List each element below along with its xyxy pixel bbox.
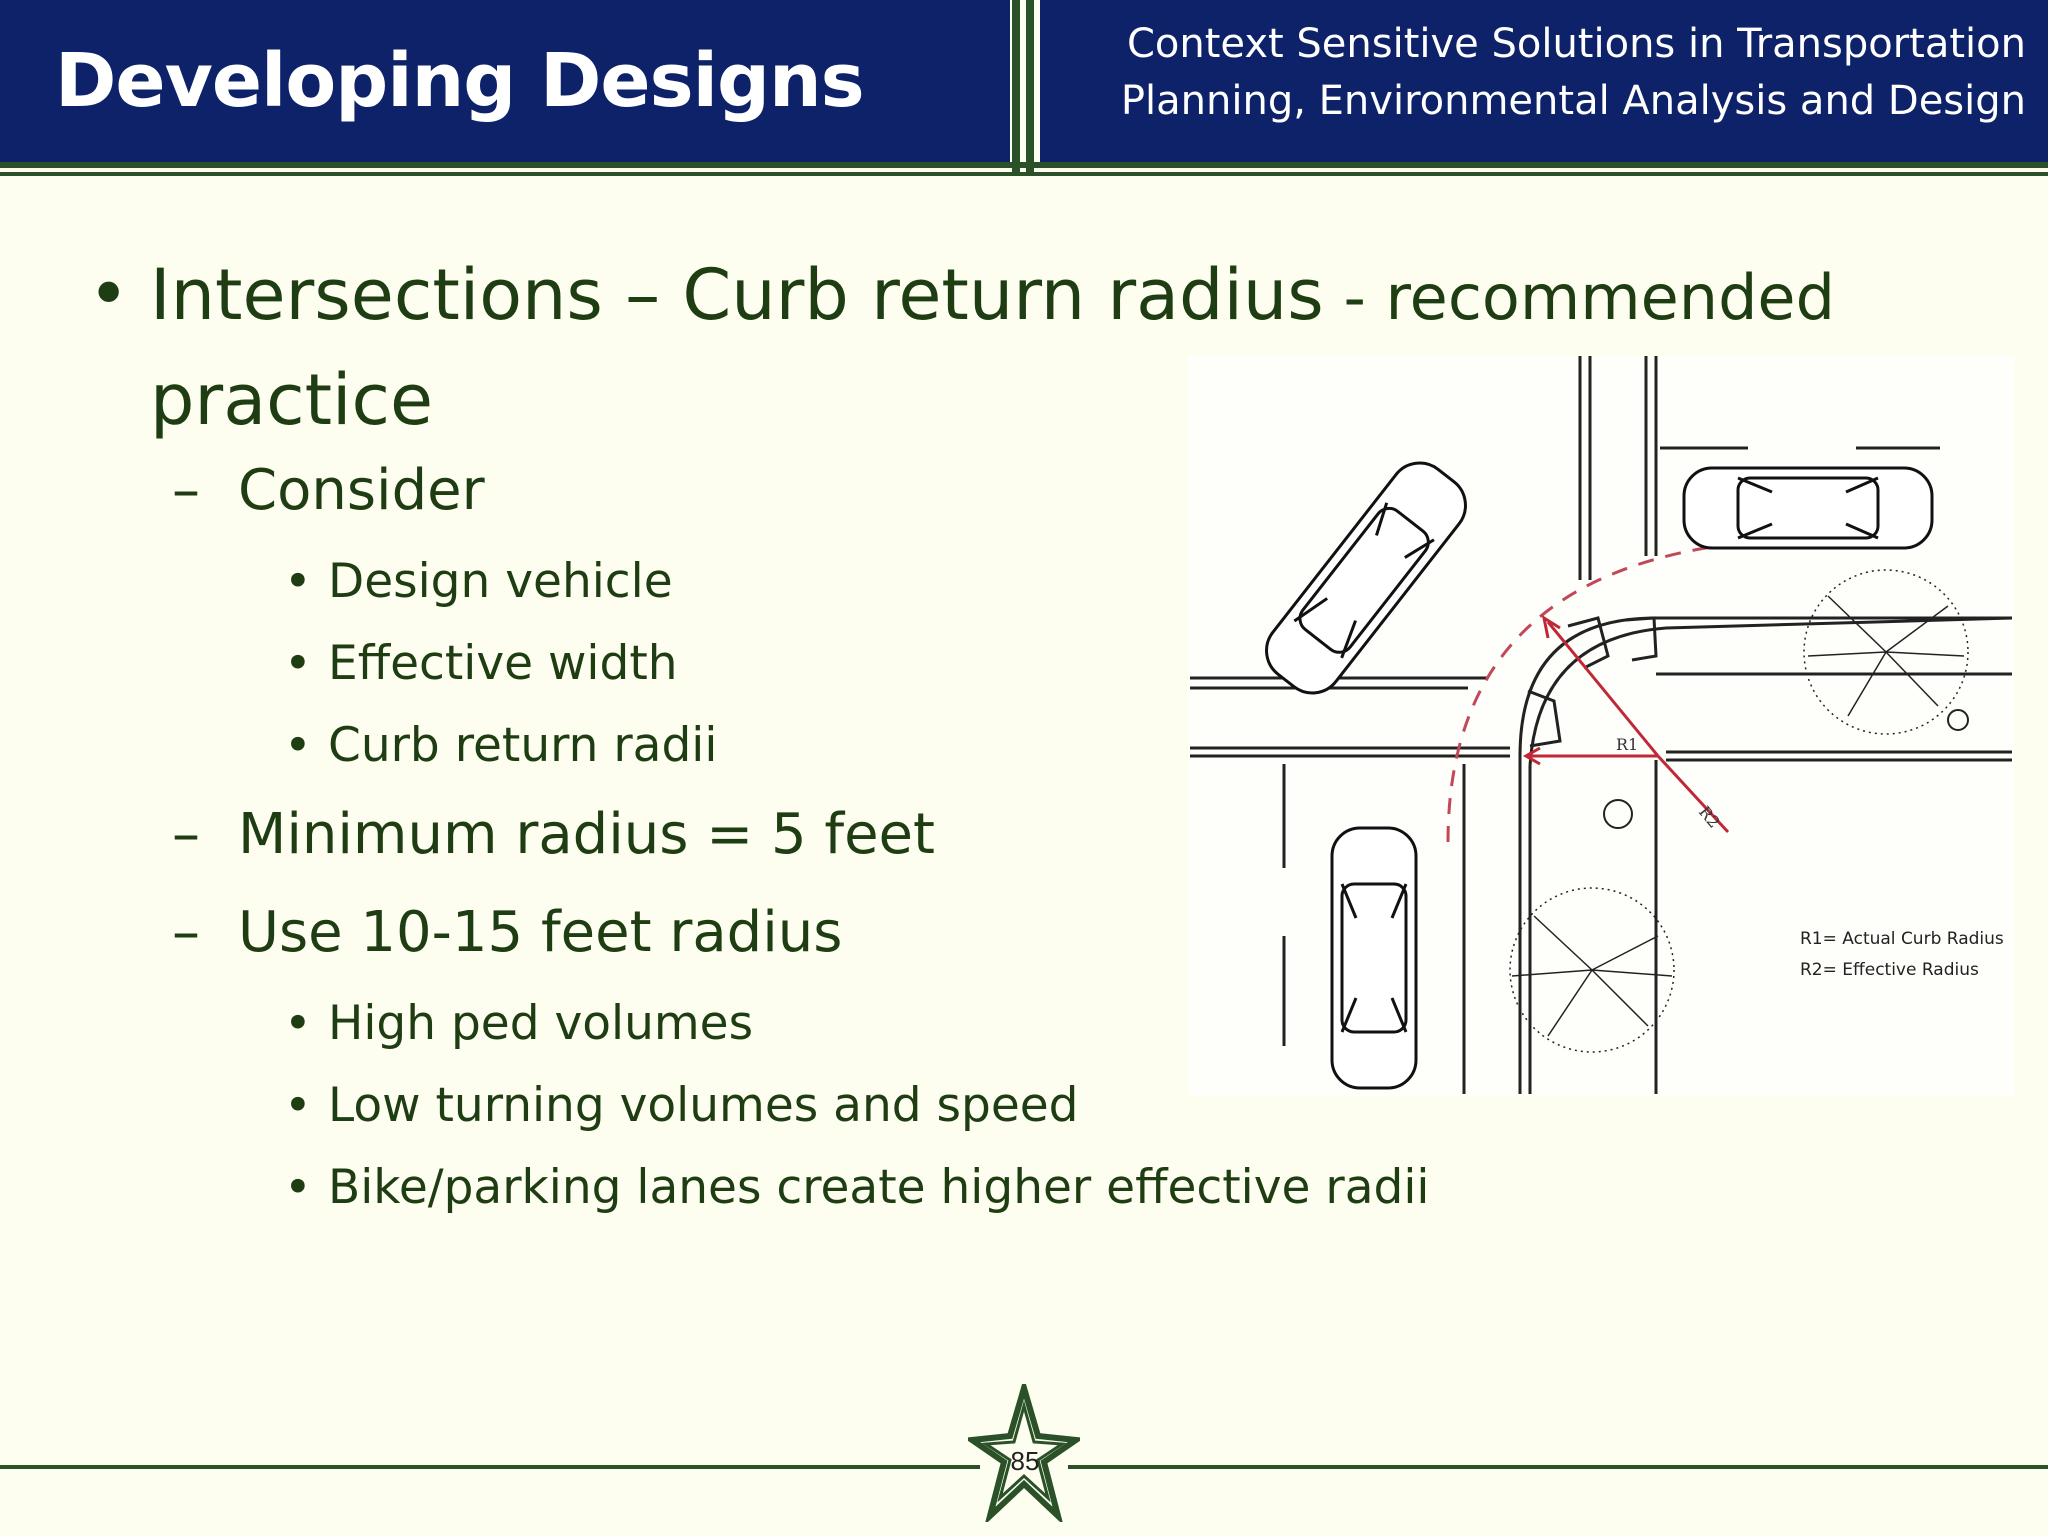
header-divider [1012,0,1020,176]
header-rule [0,172,2048,176]
main-bullet-heading-cont: practice [150,359,434,441]
sub-bullet-min-radius: –Minimum radius = 5 feet [172,802,935,867]
tree-icon [1509,887,1675,1053]
bullet-dot-icon: • [284,1078,312,1133]
list-item: •Curb return radii [284,718,718,773]
main-bullet-heading: Intersections – Curb return radius [150,254,1324,336]
legend-r1: R1= Actual Curb Radius [1800,929,2004,949]
list-item: •High ped volumes [284,996,754,1051]
intersection-diagram: R1 R2 [1188,356,2014,1096]
r1-label: R1 [1616,735,1638,754]
dash-icon: – [172,458,200,523]
bullet-dot-icon: • [284,996,312,1051]
header-divider [1026,0,1034,176]
bullet-dot-icon: • [284,636,312,691]
list-item: •Effective width [284,636,678,691]
slide-title: Developing Designs [55,38,865,124]
list-item: •Bike/parking lanes create higher effect… [284,1160,1430,1215]
subtitle-line-2: Planning, Environmental Analysis and Des… [1120,78,2026,124]
diagram-legend: R1= Actual Curb Radius R2= Effective Rad… [1800,924,2004,986]
main-bullet-heading-suffix: - recommended [1323,261,1835,334]
header-subtitle-panel [1040,0,2048,162]
hydrant-icon [1947,709,1969,731]
star-icon [968,1384,1080,1522]
list-item: •Low turning volumes and speed [284,1078,1079,1133]
bullet-dot-icon: • [284,1160,312,1215]
list-item: •Design vehicle [284,554,673,609]
slide-subtitle: Context Sensitive Solutions in Transport… [1066,16,2026,130]
car-parked-icon [1330,826,1418,1090]
legend-r2: R2= Effective Radius [1800,960,1979,980]
dash-icon: – [172,802,200,867]
subtitle-line-1: Context Sensitive Solutions in Transport… [1126,21,2026,67]
header-title-panel [0,0,1010,162]
dash-icon: – [172,900,200,965]
main-bullet: Intersections – Curb return radius - rec… [150,244,2010,451]
car-turning-icon [1265,461,1467,695]
bench-icon [1603,799,1633,829]
bullet-dot-icon: • [284,554,312,609]
bullet-dot-icon: • [284,718,312,773]
tree-icon [1803,569,1969,735]
footer-rule [0,1465,980,1469]
footer-rule [1068,1465,2048,1469]
page-number: 85 [1010,1446,1040,1476]
sub-bullet-consider: –Consider [172,458,485,523]
bullet-dot-icon: • [88,253,130,335]
header-rule [0,162,2048,168]
sub-bullet-use-radius: –Use 10-15 feet radius [172,900,843,965]
car-parked-icon [1682,466,1934,550]
